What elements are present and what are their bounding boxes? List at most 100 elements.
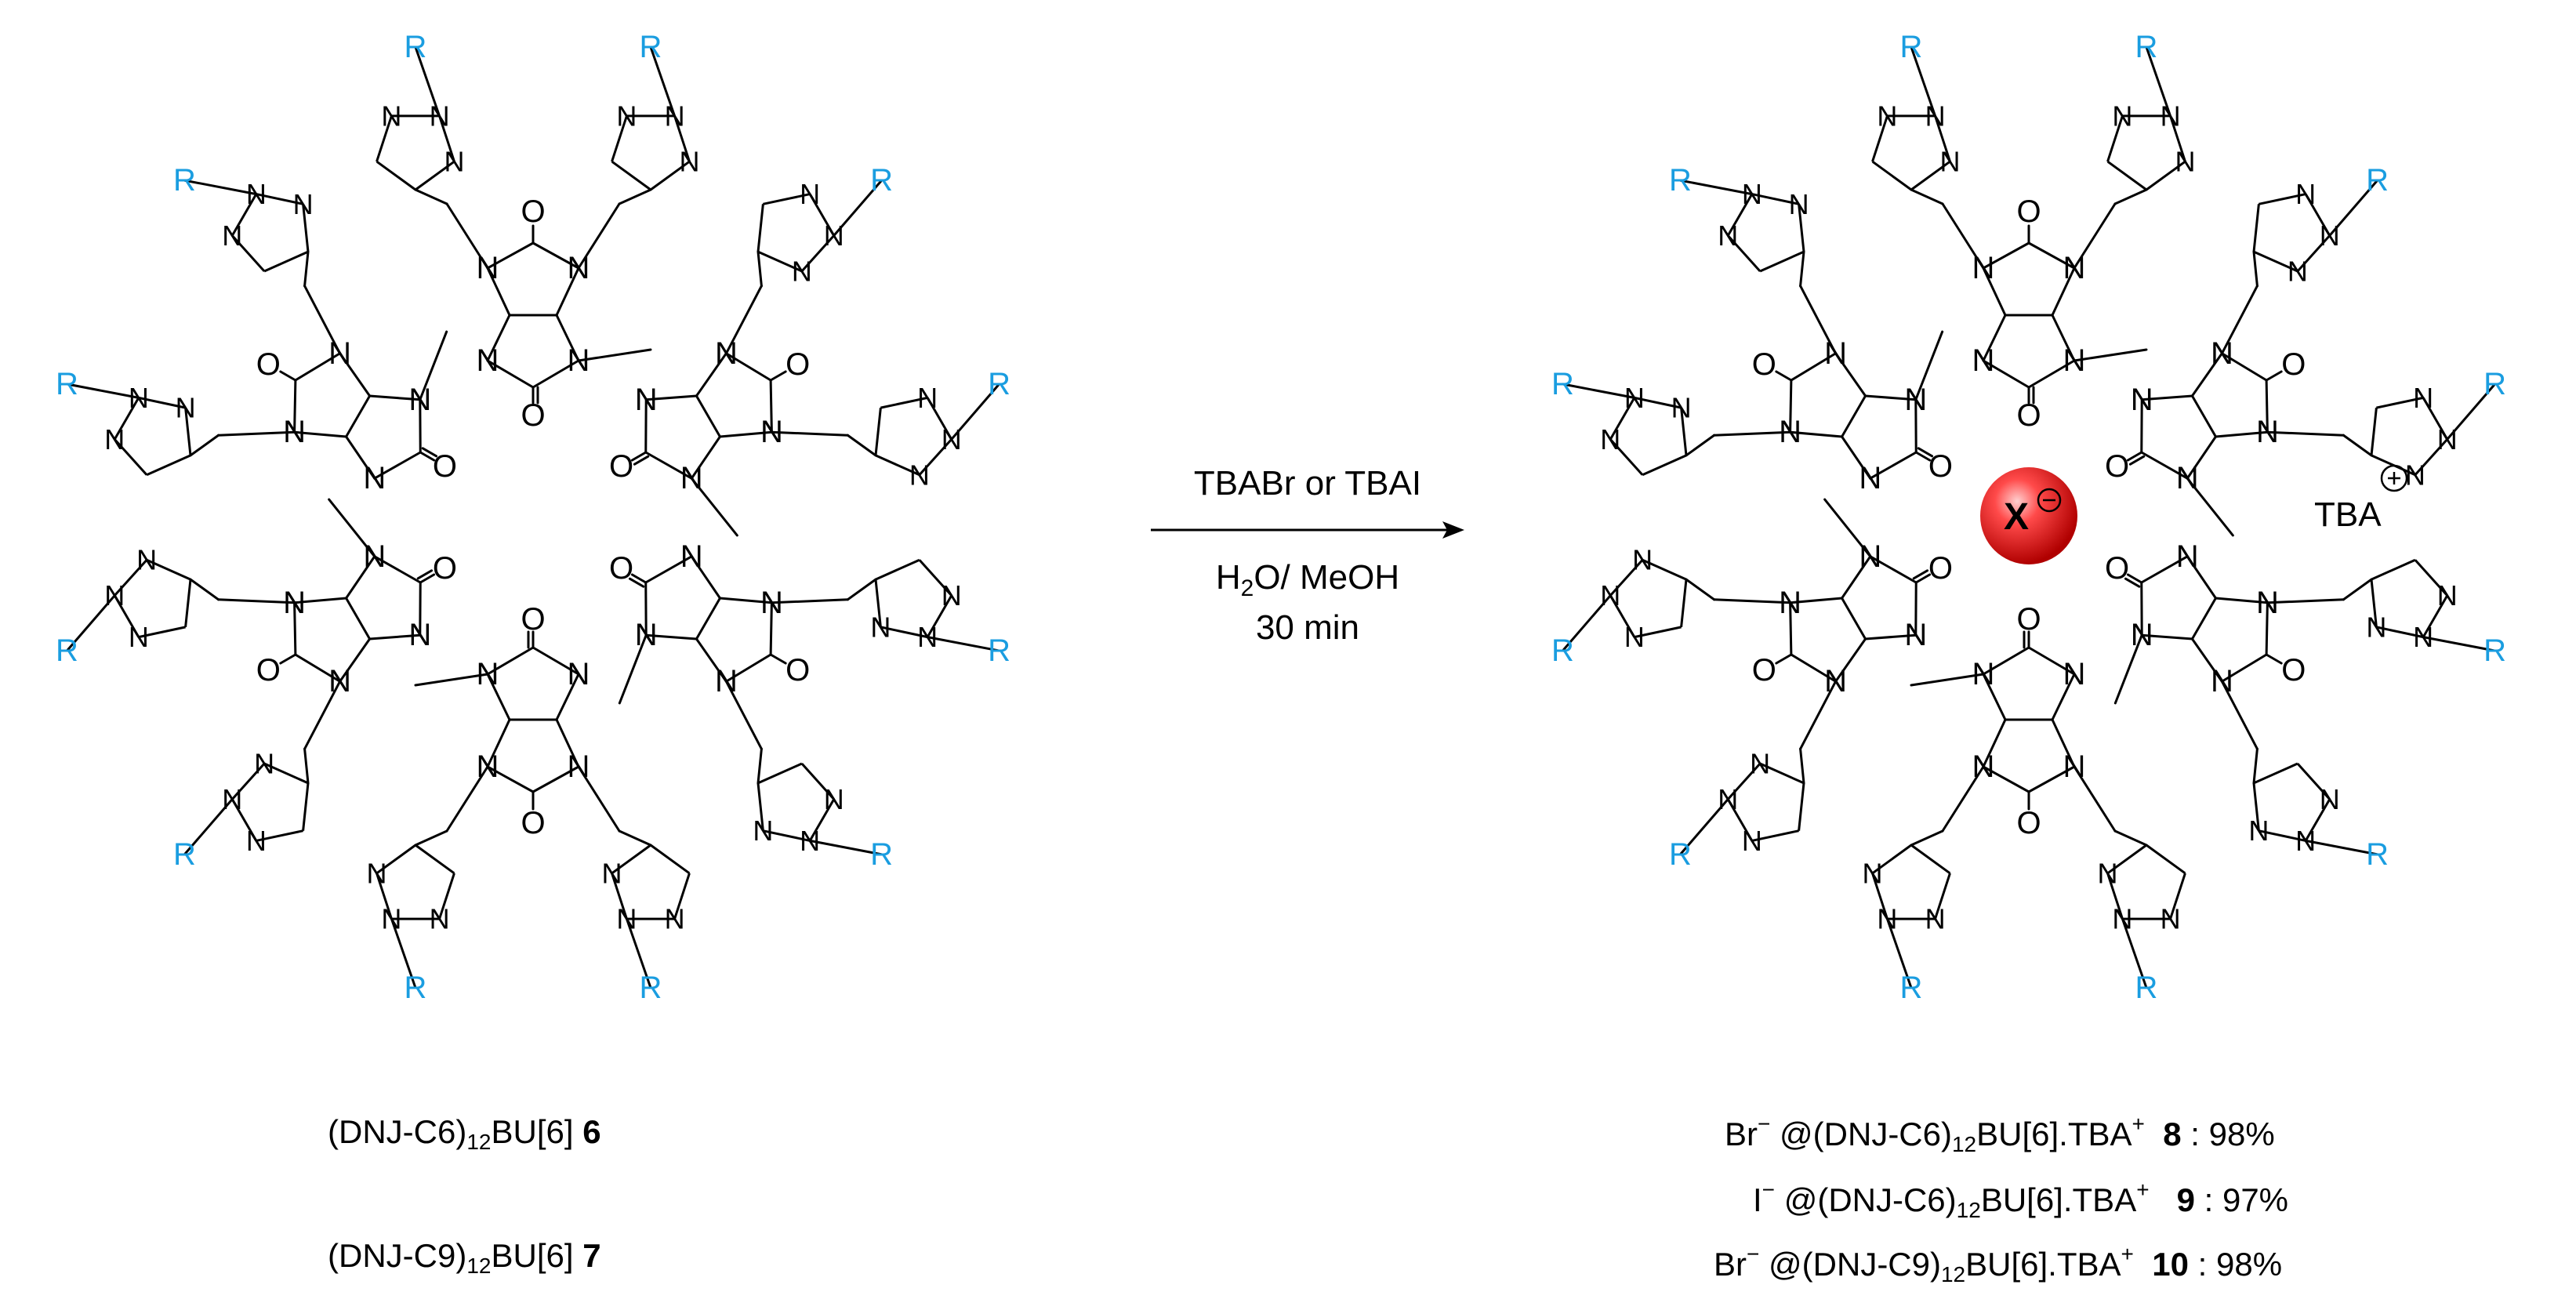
r-group-label: R [1669, 163, 1692, 198]
oxygen-atom: O [2105, 449, 2129, 484]
r-group-label: R [870, 163, 893, 198]
nitrogen-atom: N [2063, 749, 2086, 784]
nitrogen-atom: N [1972, 749, 1995, 784]
nitrogen-atom: N [2211, 664, 2233, 699]
nitrogen-atom: N [2437, 579, 2458, 611]
cation-charge: + [2132, 1112, 2145, 1136]
r-group-label: R [405, 30, 427, 64]
r-group-label: R [1669, 837, 1692, 872]
nitrogen-atom: N [942, 579, 962, 611]
anion-ball: X [1980, 467, 2077, 564]
nitrogen-atom: N [2288, 255, 2308, 287]
r-group-label: R [173, 163, 196, 198]
tba-cation-label: TBA [2314, 495, 2382, 535]
nitrogen-atom: N [363, 461, 386, 495]
nitrogen-atom: N [2405, 459, 2425, 491]
yield: : 98% [2181, 1116, 2275, 1152]
nitrogen-atom: N [753, 815, 773, 847]
r-group-label: R [2483, 633, 2506, 668]
nitrogen-atom: N [2211, 336, 2233, 371]
solvent-label: H2O/ MeOH [1151, 558, 1464, 602]
compound-number: 6 [582, 1113, 601, 1150]
oxygen-atom: O [2016, 398, 2041, 433]
r-group-label: R [640, 30, 662, 64]
oxygen-atom: O [785, 653, 810, 688]
oxygen-atom: O [2016, 602, 2041, 637]
anion-symbol: X [2004, 496, 2029, 538]
oxygen-atom: O [2016, 194, 2041, 229]
nitrogen-atom: N [1824, 336, 1847, 371]
oxygen-atom: O [521, 398, 545, 433]
nitrogen-atom: N [176, 392, 196, 424]
oxygen-atom: O [2016, 806, 2041, 840]
nitrogen-atom: N [2131, 383, 2153, 417]
sm-pre: (DNJ-C6) [328, 1113, 467, 1150]
host-pre: @(DNJ-C6) [1775, 1181, 1957, 1218]
oxygen-atom: O [2281, 347, 2306, 382]
oxygen-atom: O [521, 602, 545, 637]
cation-charge: + [2121, 1242, 2134, 1266]
nitrogen-atom: N [2176, 539, 2199, 574]
oxygen-atom: O [521, 806, 545, 840]
nitrogen-atom: N [1972, 251, 1995, 285]
r-group-label: R [2483, 367, 2506, 401]
reaction-arrow [1151, 521, 1464, 539]
tba-text: TBA [2314, 495, 2382, 534]
nitrogen-atom: N [715, 664, 738, 699]
oxygen-atom: O [521, 194, 545, 229]
nitrogen-atom: N [1972, 657, 1995, 691]
nitrogen-atom: N [602, 857, 622, 889]
r-group-label: R [56, 633, 78, 668]
nitrogen-atom: N [635, 383, 658, 417]
nitrogen-atom: N [2063, 251, 2086, 285]
nitrogen-atom: N [2256, 415, 2279, 449]
oxygen-atom: O [1928, 449, 1953, 484]
nitrogen-atom: N [568, 749, 590, 784]
nitrogen-atom: N [129, 621, 149, 653]
nitrogen-atom: N [1718, 220, 1738, 252]
r-group-label: R [2366, 837, 2389, 872]
nitrogen-atom: N [1671, 392, 1692, 424]
compound-10-label: Br− @(DNJ-C9)12BU[6].TBA+ 10 : 98% [1714, 1242, 2282, 1287]
host-sub: 12 [1940, 1262, 1966, 1286]
oxygen-atom: O [609, 551, 633, 586]
nitrogen-atom: N [2112, 100, 2132, 132]
r-group-label: R [640, 971, 662, 1005]
r-group-label: R [988, 367, 1010, 401]
nitrogen-atom: N [616, 100, 637, 132]
charge: − [1747, 1242, 1760, 1266]
r-group-label: R [56, 367, 78, 401]
reagent-label: TBABr or TBAI [1193, 464, 1422, 503]
compound-9-label: I− @(DNJ-C6)12BU[6].TBA+ 9 : 97% [1753, 1178, 2288, 1223]
nitrogen-atom: N [715, 336, 738, 371]
cation-charge: + [2136, 1178, 2150, 1202]
nitrogen-atom: N [2248, 815, 2269, 847]
nitrogen-atom: N [2413, 382, 2433, 414]
charge: − [1761, 1178, 1776, 1202]
oxygen-atom: O [2105, 551, 2129, 586]
r-group-label: R [1551, 367, 1574, 401]
nitrogen-atom: N [477, 657, 499, 691]
compound-6-label: (DNJ-C6)12BU[6] 6 [328, 1113, 601, 1155]
nitrogen-atom: N [104, 423, 125, 455]
